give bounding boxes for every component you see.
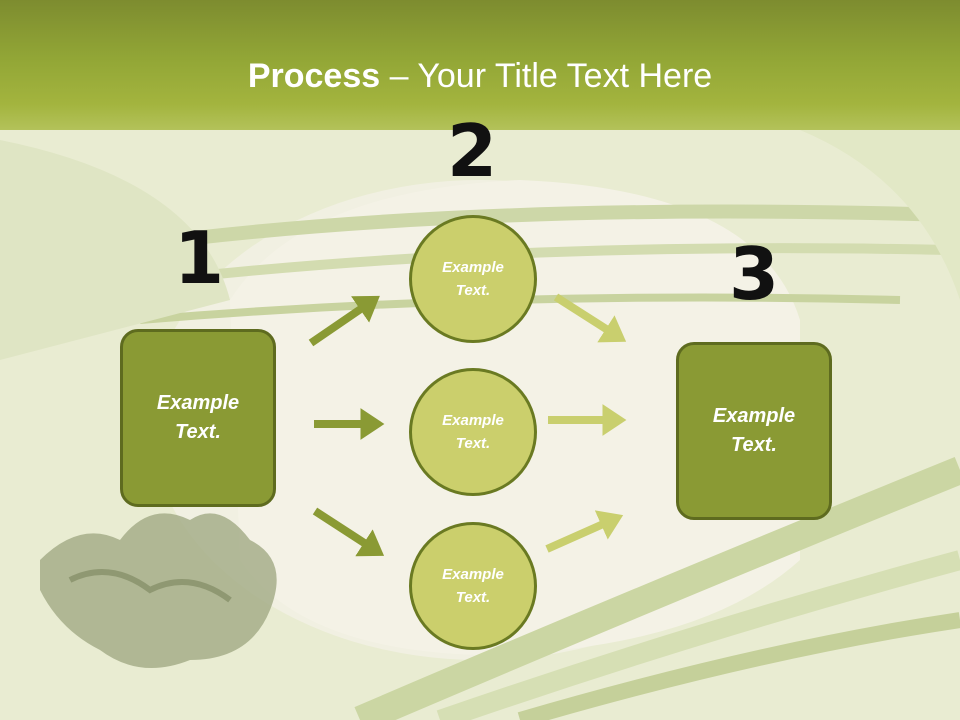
arrow-right-up [545,510,624,553]
step-number-3: 3 [728,232,780,316]
process-circle-top-label: Example Text. [442,259,504,299]
step-box-right-label: Example Text. [712,405,796,456]
process-circle-top[interactable]: Example Text. [409,215,537,343]
process-circle-middle-label: Example Text. [442,412,504,452]
process-circle-bottom-label: Example Text. [442,566,504,606]
header-band [0,0,960,130]
step-number-1: 1 [173,216,225,300]
title-bold: Process [247,57,381,95]
title-rest: – Your Title Text Here [380,57,713,95]
process-circle-middle[interactable]: Example Text. [409,368,537,496]
step-number-2: 2 [446,109,498,193]
arrow-left-up [308,295,380,347]
slide-title: Process – Your Title Text Here [0,56,960,96]
step-box-right[interactable]: Example Text. [676,342,832,520]
arrow-right-down [553,293,627,343]
process-circle-bottom[interactable]: Example Text. [409,522,537,650]
step-box-left-label: Example Text. [156,392,240,443]
arrow-left-down [312,507,385,557]
step-box-left[interactable]: Example Text. [120,329,276,507]
